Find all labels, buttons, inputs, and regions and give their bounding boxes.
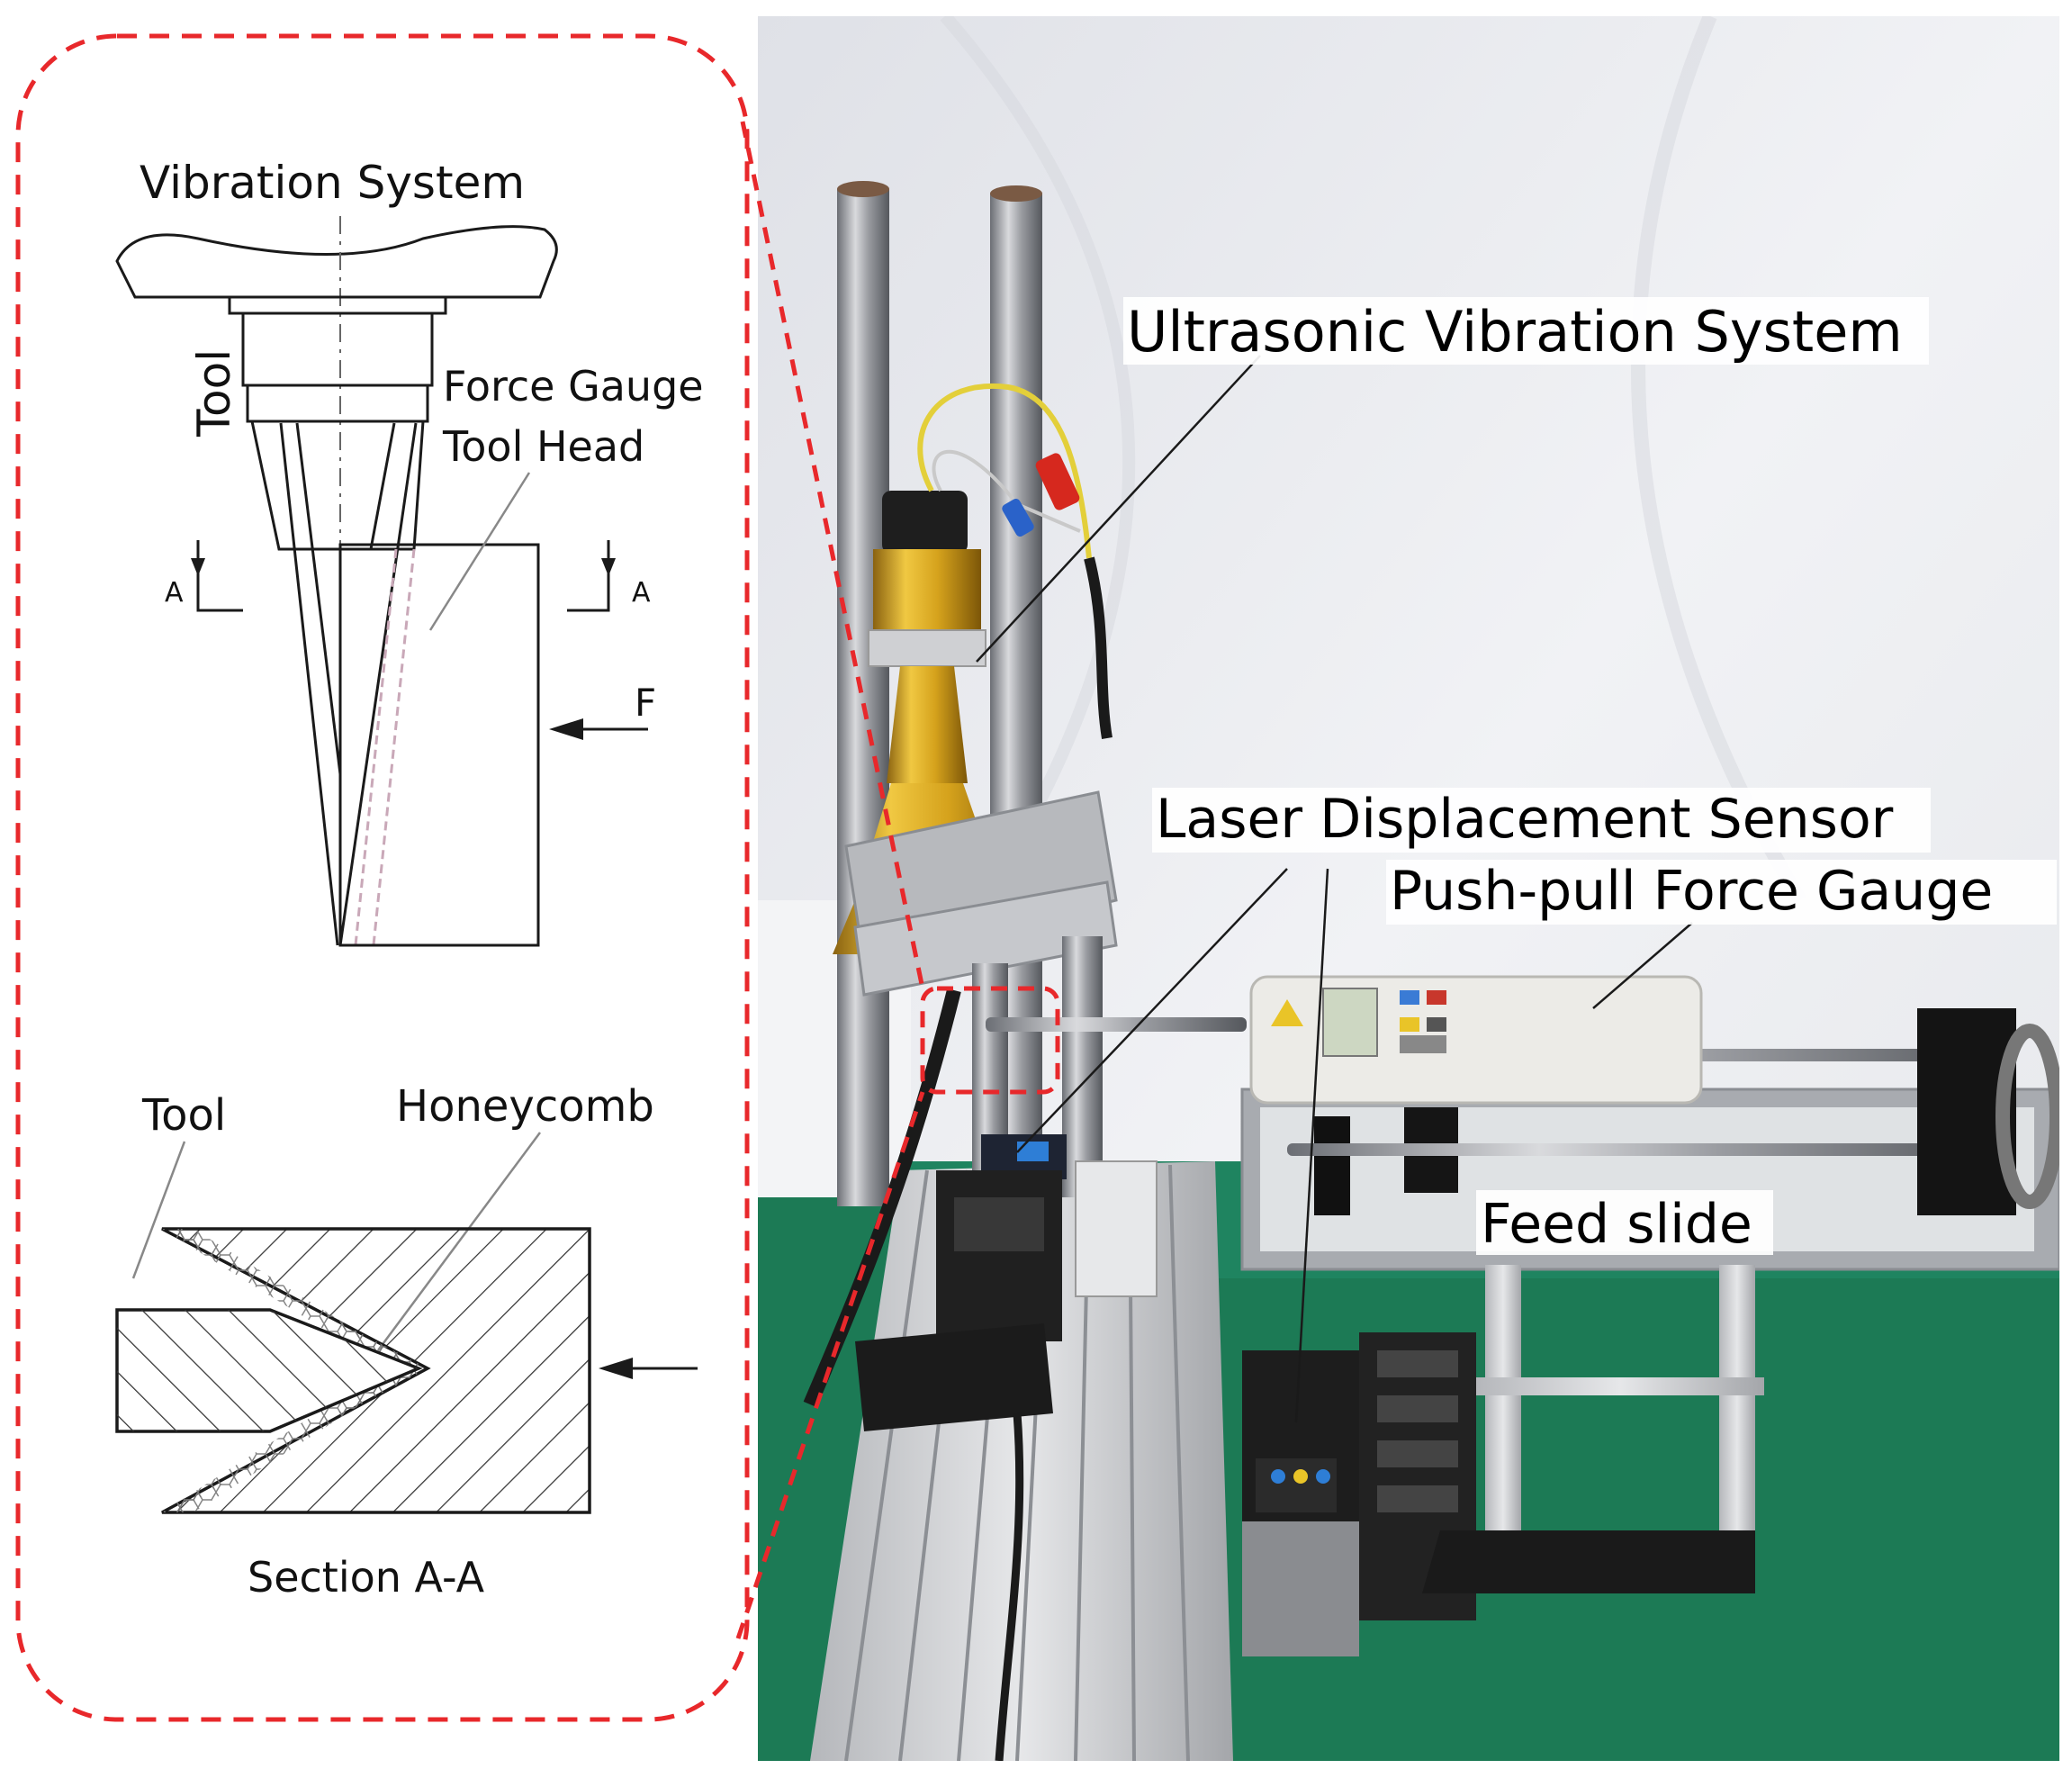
label-tool-head: Tool Head (442, 422, 644, 471)
label-section-mark-left: A (165, 577, 184, 609)
leader-laser-controller (1294, 868, 1329, 1423)
honeycomb-block (338, 543, 540, 947)
section-mark-left (196, 540, 243, 612)
label-vibration-system: Vibration System (140, 157, 525, 209)
section-mark-right (567, 540, 610, 612)
schematic-panel: Vibration System Tool Force Gauge Tool H… (15, 33, 750, 1722)
photo-leader-lines (976, 355, 1693, 1423)
label-section-mark-right: A (632, 577, 651, 609)
callout-dashed-border (15, 33, 750, 1722)
callout-connector (735, 121, 1060, 1639)
label-section-honeycomb: Honeycomb (396, 1081, 654, 1132)
label-section-caption: Section A-A (248, 1553, 485, 1602)
label-ultrasonic-vibration-system: Ultrasonic Vibration System (1127, 299, 1903, 365)
leader-force-gauge (1592, 922, 1693, 1009)
force-arrow-head (549, 718, 583, 740)
label-feed-slide: Feed slide (1481, 1193, 1752, 1256)
label-tool-vertical: Tool (188, 349, 240, 438)
vibration-system-body (115, 225, 558, 299)
photo-labels: Ultrasonic Vibration System Laser Displa… (1123, 297, 2057, 1256)
label-section-tool: Tool (141, 1090, 226, 1141)
tool-head-leader (428, 472, 531, 631)
leader-ultrasonic (976, 355, 1261, 663)
tool-schematic: Vibration System Tool Force Gauge Tool H… (115, 157, 704, 947)
block-hatched (161, 1227, 591, 1514)
leader-laser (1016, 868, 1288, 1153)
label-laser-displacement-sensor: Laser Displacement Sensor (1156, 788, 1894, 851)
label-push-pull-force-gauge: Push-pull Force Gauge (1390, 860, 1993, 923)
section-aa-diagram: Tool Honeycomb Section A-A (115, 1081, 698, 1602)
zoom-region-box (920, 986, 1060, 1095)
label-force-gauge: Force Gauge (443, 362, 704, 411)
label-force-symbol: F (635, 681, 656, 725)
